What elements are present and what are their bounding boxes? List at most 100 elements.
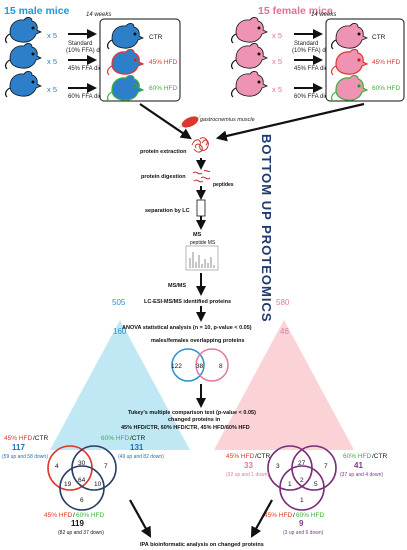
arrow-icon [294, 29, 323, 93]
female-venn-label-60ctr-b: /CTR [372, 453, 387, 460]
step-peptide-ms: peptide MS [190, 240, 216, 246]
female-venn-region-7: 1 [300, 497, 304, 504]
female-venn-detail-4560: (3 up and 6 down) [283, 530, 324, 536]
female-funnel [214, 320, 354, 450]
protein-icon [191, 137, 209, 153]
male-venn-detail-60ctr: (49 up and 82 down) [118, 454, 164, 460]
male-venn-label-4560-b: / [73, 512, 75, 519]
step-tukey-1: Tukey's multiple comparison test (p-valu… [128, 410, 256, 416]
male-venn-region-5: 64 [78, 477, 86, 484]
step-digestion: protein digestion [141, 174, 186, 180]
male-venn-label-45ctr-a: 45% HFD [4, 435, 32, 442]
mouse-icon [230, 70, 268, 98]
female-title: 15 female mice [258, 5, 333, 17]
male-venn-detail-45ctr: (59 up and 58 down) [2, 454, 48, 460]
female-weeks: 14 weeks [311, 12, 336, 18]
ms-spectrum-icon [185, 245, 219, 271]
mouse-icon [230, 16, 268, 44]
female-count-2: x 5 [272, 57, 282, 66]
male-venn-region-2: 30 [78, 460, 86, 467]
step-msms: MS/MS [168, 283, 186, 289]
mouse-icon [4, 16, 42, 44]
female-venn-label-45ctr-b: /CTR [255, 453, 270, 460]
male-venn-region-1: 4 [55, 463, 59, 470]
male-venn-region-6: 10 [94, 481, 102, 488]
female-mice [230, 16, 268, 98]
female-venn-label-45ctr-a: 45% HFD [226, 453, 254, 460]
female-identified-count: 580 [276, 298, 290, 307]
mouse-icon [4, 42, 42, 70]
step-separation: separation by LC [145, 208, 190, 214]
female-venn-total-60ctr: 41 [354, 461, 363, 470]
male-group-ctr: CTR [149, 34, 163, 41]
male-venn-label-60ctr-a: 60% HFD [101, 435, 129, 442]
female-diet-standard: Standard [294, 41, 318, 47]
step-identified: LC-ESI-MS/MS identified proteins [144, 299, 231, 305]
lc-column-icon [196, 199, 206, 230]
male-venn-region-7: 6 [80, 497, 84, 504]
female-venn-region-4: 1 [288, 481, 292, 488]
male-funnel [50, 320, 190, 450]
step-anova: ANOVA statistical analysis (n = 10, p-va… [122, 325, 252, 331]
male-diet-45: 45% FFA diet [68, 66, 104, 72]
female-count-3: x 5 [272, 85, 282, 94]
mouse-icon [4, 70, 42, 98]
step-extraction: protein extraction [140, 149, 187, 155]
male-identified-count: 505 [112, 298, 126, 307]
female-group-60: 60% HFD [372, 85, 400, 92]
female-venn-label-4560-b: / [293, 512, 295, 519]
vertical-title: BOTTOM UP PROTEOMICS [259, 134, 274, 323]
female-venn-total-4560: 9 [299, 519, 304, 528]
peptide-icon [192, 169, 211, 183]
female-venn-total-45ctr: 33 [244, 461, 253, 470]
male-venn-region-3: 7 [104, 463, 108, 470]
female-venn-region-3: 7 [324, 463, 328, 470]
male-group-45: 45% HFD [149, 59, 177, 66]
male-venn-total-4560: 119 [71, 519, 84, 528]
overlap-right: 8 [219, 363, 223, 370]
male-group-60: 60% HFD [149, 85, 177, 92]
male-mice [4, 16, 42, 98]
female-venn [267, 445, 337, 511]
male-diet-standard-sub: (10% FFA) diet [66, 48, 106, 54]
arrow-icon [68, 29, 97, 93]
muscle-label: gastrocnemius muscle [200, 117, 255, 123]
male-venn-label-45ctr-b: /CTR [33, 435, 48, 442]
male-count-3: x 5 [47, 85, 57, 94]
male-anova-count: 160 [113, 327, 127, 336]
arrow-icon [139, 102, 365, 142]
overlap-venn [171, 348, 229, 382]
step-ipa: IPA bioinformatic analysis on changed pr… [140, 542, 264, 548]
male-weeks: 14 weeks [86, 12, 111, 18]
female-venn-region-1: 3 [276, 463, 280, 470]
female-venn-detail-45ctr: (32 up and 1 down) [226, 472, 269, 478]
male-venn-label-60ctr-b: /CTR [130, 435, 145, 442]
female-anova-count: 46 [280, 327, 289, 336]
step-ms: MS [193, 232, 202, 238]
male-venn-detail-4560: (82 up and 37 down) [58, 530, 104, 536]
step-tukey-2: changed proteins in [168, 417, 221, 423]
male-venn-label-4560-c: 60% HFD [76, 512, 104, 519]
male-diet-standard: Standard [68, 41, 92, 47]
step-overlap: males/females overlapping proteins [151, 338, 245, 344]
female-venn-label-4560-a: 45% HFD [264, 512, 292, 519]
female-venn-region-6: 5 [314, 481, 318, 488]
overlap-middle: 38 [196, 363, 204, 370]
male-venn-region-4: 19 [64, 481, 72, 488]
mouse-icon [230, 42, 268, 70]
male-venn-total-45ctr: 117 [12, 443, 25, 452]
arrow-icon [129, 499, 273, 538]
female-venn-region-2: 27 [298, 460, 306, 467]
female-group-45: 45% HFD [372, 59, 400, 66]
male-venn-total-60ctr: 131 [130, 443, 144, 452]
overlap-left: 122 [171, 363, 182, 370]
female-venn-detail-60ctr: (37 up and 4 down) [340, 472, 383, 478]
male-venn-label-4560-a: 45% HFD [44, 512, 72, 519]
female-venn-label-4560-c: 60% HFD [296, 512, 324, 519]
male-venn [47, 445, 117, 511]
male-count-1: x 5 [47, 31, 57, 40]
male-diet-60: 60% FFA diet [68, 94, 104, 100]
female-diet-standard-sub: (10% FFA) diet [292, 48, 332, 54]
female-count-1: x 5 [272, 31, 282, 40]
